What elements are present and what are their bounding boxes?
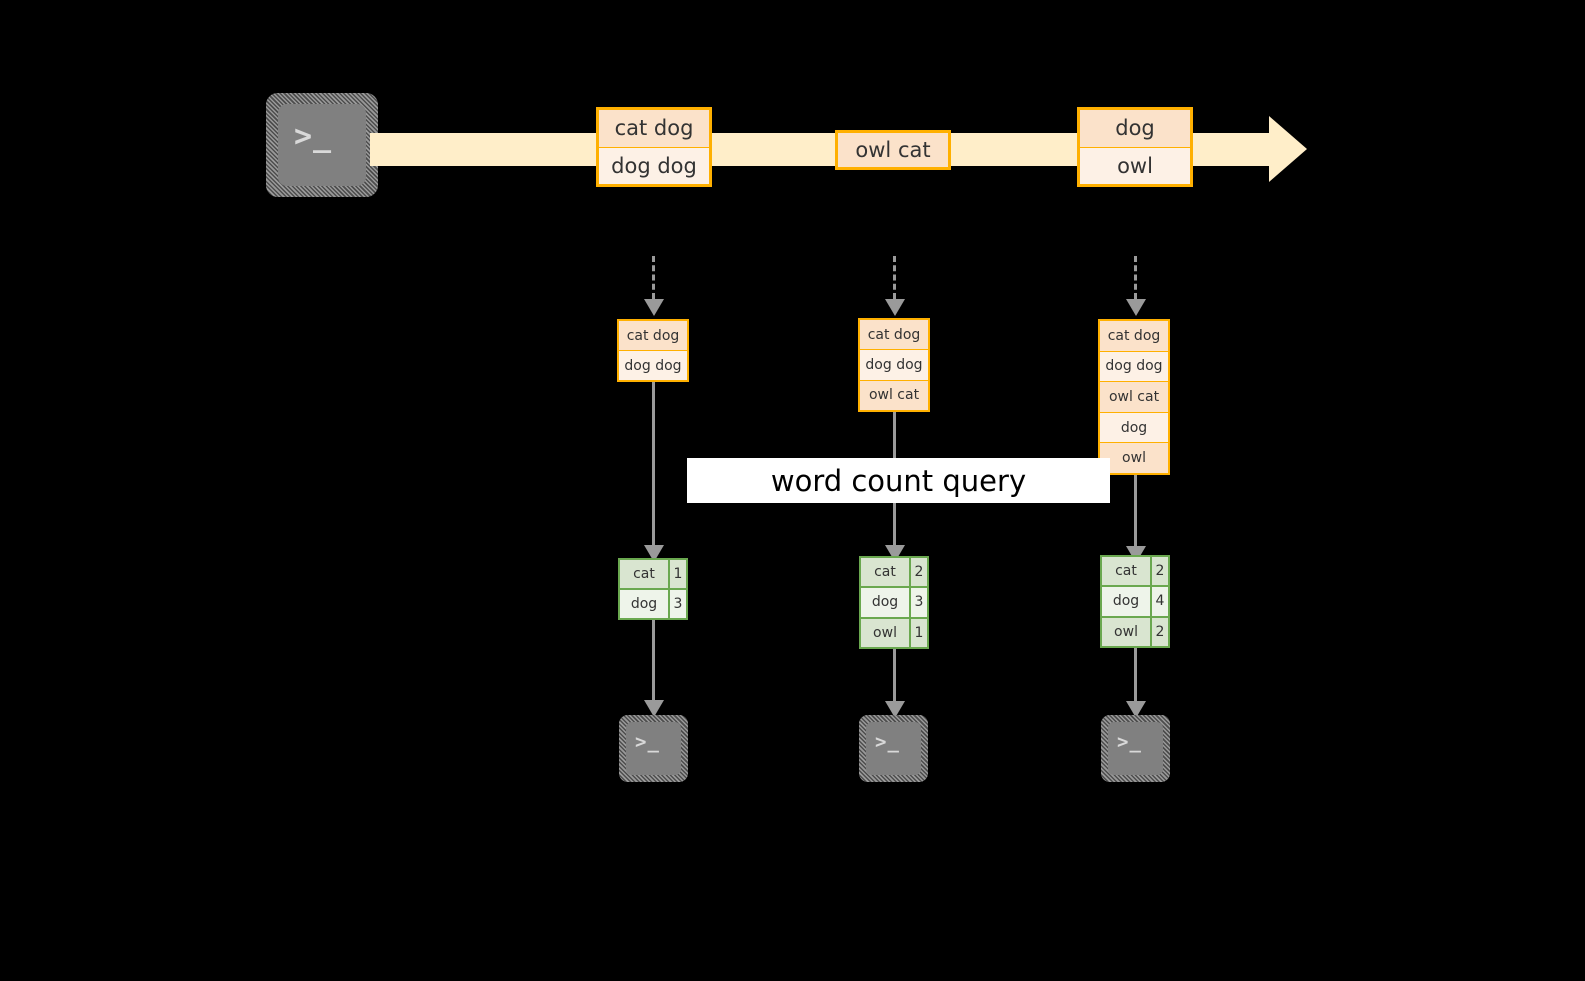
table-row: cat 2 <box>1102 557 1168 588</box>
terminal-body <box>626 722 681 775</box>
table-row: dog 4 <box>1102 587 1168 618</box>
message-row: dog dog <box>860 350 928 381</box>
message-row: cat dog <box>619 321 687 351</box>
result-count: 1 <box>911 618 927 647</box>
table-row: owl 1 <box>861 618 927 647</box>
message-row: owl cat <box>838 133 948 167</box>
terminal-prompt-glyph: >_ <box>1117 731 1142 753</box>
word-count-result-2: cat 2 dog 3 owl 1 <box>859 556 929 649</box>
result-count: 2 <box>1152 557 1168 586</box>
table-row: cat 2 <box>861 558 927 589</box>
accumulated-input-3: cat dog dog dog owl cat dog owl <box>1098 319 1170 475</box>
result-word: owl <box>1102 617 1152 646</box>
word-count-result-3: cat 2 dog 4 owl 2 <box>1100 555 1170 648</box>
result-word: owl <box>861 618 911 647</box>
result-word: cat <box>1102 557 1152 586</box>
message-row: dog dog <box>619 351 687 380</box>
accumulated-input-2: cat dog dog dog owl cat <box>858 318 930 412</box>
message-row: dog <box>1100 412 1168 444</box>
result-count: 3 <box>911 588 927 617</box>
sink-terminal-icon-3: >_ <box>1101 715 1170 782</box>
sink-terminal-icon-2: >_ <box>859 715 928 782</box>
sink-terminal-icon-1: >_ <box>619 715 688 782</box>
message-row: owl cat <box>860 380 928 410</box>
result-count: 3 <box>670 590 686 618</box>
source-terminal-icon: >_ <box>266 93 378 197</box>
message-row: dog dog <box>1100 351 1168 383</box>
stream-message-2: owl cat <box>835 130 951 170</box>
table-row: dog 3 <box>861 588 927 619</box>
terminal-body <box>1108 722 1163 775</box>
result-word: dog <box>1102 587 1152 616</box>
result-count: 2 <box>1152 617 1168 646</box>
word-count-result-1: cat 1 dog 3 <box>618 558 688 620</box>
result-count: 2 <box>911 558 927 587</box>
terminal-prompt-glyph: >_ <box>294 119 333 154</box>
message-row: cat dog <box>599 110 709 148</box>
terminal-body <box>278 104 366 186</box>
stream-message-3: dog owl <box>1077 107 1193 187</box>
message-row: dog <box>1080 110 1190 148</box>
result-count: 1 <box>670 560 686 588</box>
accumulated-input-1: cat dog dog dog <box>617 319 689 382</box>
message-row: owl cat <box>1100 382 1168 413</box>
result-word: cat <box>620 560 670 588</box>
table-row: dog 3 <box>620 590 686 618</box>
result-word: cat <box>861 558 911 587</box>
terminal-prompt-glyph: >_ <box>635 731 660 753</box>
message-row: dog dog <box>599 147 709 184</box>
terminal-prompt-glyph: >_ <box>875 731 900 753</box>
table-row: owl 2 <box>1102 617 1168 646</box>
message-row: cat dog <box>1100 321 1168 352</box>
message-row: owl <box>1100 443 1168 473</box>
stream-arrow-head <box>1269 116 1307 182</box>
table-row: cat 1 <box>620 560 686 590</box>
message-row: cat dog <box>860 320 928 351</box>
result-word: dog <box>861 588 911 617</box>
result-word: dog <box>620 590 670 618</box>
query-label: word count query <box>687 458 1110 503</box>
message-row: owl <box>1080 147 1190 184</box>
result-count: 4 <box>1152 587 1168 616</box>
terminal-body <box>866 722 921 775</box>
stream-message-1: cat dog dog dog <box>596 107 712 187</box>
